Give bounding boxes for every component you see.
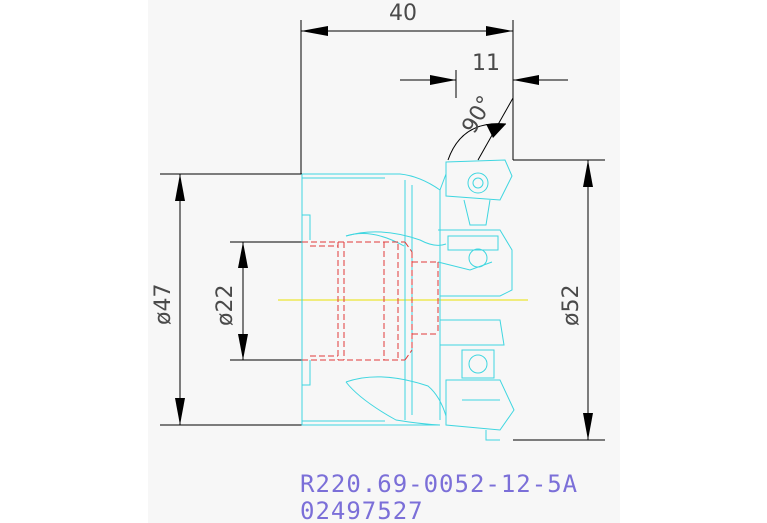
- dimension-label-52: ø52: [559, 285, 584, 326]
- arrow-40-left: [301, 26, 328, 36]
- tool-body: [301, 159, 515, 441]
- arrow-angle: [486, 124, 506, 138]
- body-left-edge: [301, 174, 440, 426]
- body-top-edge: [302, 173, 447, 191]
- chip-pocket-bottom-upper: [345, 376, 447, 417]
- dimension-label-40: 40: [389, 1, 417, 26]
- insert-top: [445, 159, 513, 201]
- arrow-11-left: [430, 75, 456, 85]
- insert-middle-clamp: [447, 235, 499, 251]
- key-slot-top: [302, 214, 311, 240]
- insert-top-screw-hole: [472, 177, 484, 189]
- key-slot-bottom: [302, 360, 311, 386]
- insert-top-screw: [467, 172, 489, 194]
- arrow-11-right: [513, 75, 539, 85]
- dimension-label-11: 11: [472, 51, 500, 76]
- chip-pocket-top-lower: [345, 233, 405, 247]
- bore-chamfer-bottom: [404, 349, 413, 361]
- insert-bottom-tip: [485, 430, 500, 441]
- dimension-lines: [160, 20, 605, 441]
- arrow-52-bottom: [583, 413, 593, 440]
- chip-pocket-bottom-lower: [345, 381, 441, 426]
- chip-pocket-top-upper: [345, 231, 447, 246]
- arrow-22-top: [238, 242, 248, 268]
- arrow-47-bottom: [175, 398, 185, 425]
- arrow-22-bottom: [238, 334, 248, 360]
- insert-middle-wedge: [437, 261, 493, 271]
- dimension-label-47: ø47: [151, 284, 176, 325]
- arrow-40-right: [486, 26, 513, 36]
- insert-lower-screw: [468, 354, 488, 374]
- arrow-47-top: [175, 174, 185, 201]
- insert-bottom: [445, 379, 515, 431]
- insert-lower-body: [440, 319, 505, 346]
- arrow-52-top: [583, 160, 593, 187]
- insert-lower-seat: [461, 349, 495, 379]
- arrowheads: [175, 26, 593, 440]
- insert-top-seat: [463, 199, 491, 226]
- dimension-label-22: ø22: [213, 285, 238, 326]
- bore-chamfer-top: [404, 241, 413, 253]
- part-number: 02497527: [300, 497, 424, 523]
- part-code: R220.69-0052-12-5A: [300, 470, 578, 498]
- insert-middle-outline: [438, 229, 513, 297]
- bore-hidden-lines: [302, 241, 439, 361]
